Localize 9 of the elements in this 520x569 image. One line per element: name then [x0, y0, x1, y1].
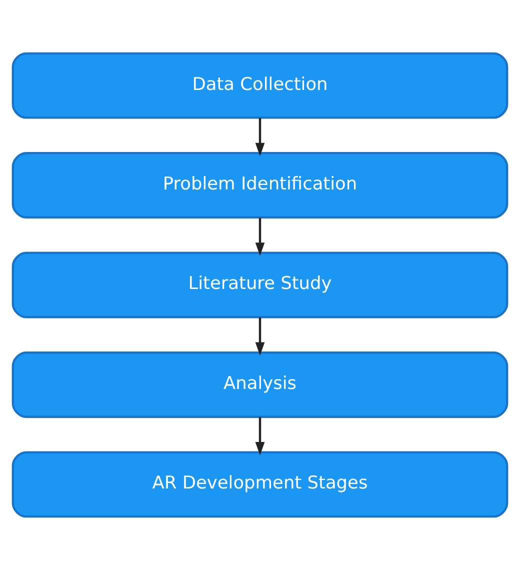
node-box: Analysis	[12, 350, 508, 418]
arrow	[255, 118, 265, 156]
node-box: AR Development Stages	[12, 450, 508, 518]
arrow	[255, 217, 265, 256]
arrow	[255, 317, 265, 356]
node-box: Literature Study	[12, 251, 508, 318]
arrow	[255, 416, 265, 455]
node-box: Data Collection	[12, 52, 508, 118]
node-box: Problem Identification	[12, 152, 508, 218]
